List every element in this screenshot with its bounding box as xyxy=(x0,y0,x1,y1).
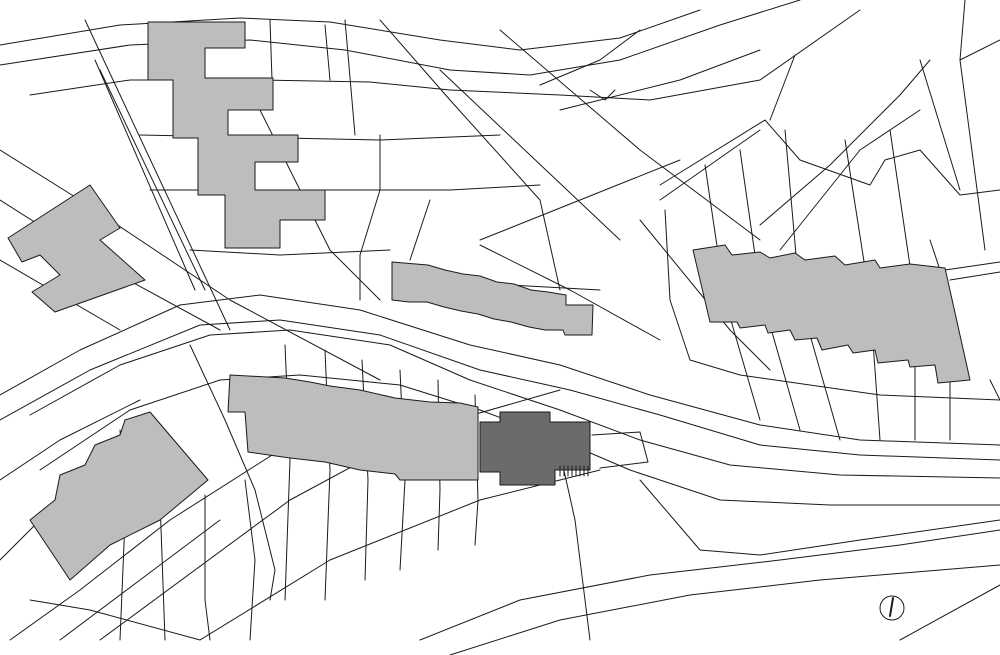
parcel-line xyxy=(9,449,281,641)
parcel-line xyxy=(379,19,561,291)
parcel-line xyxy=(659,129,761,201)
contour-line xyxy=(539,29,641,86)
parcel-line xyxy=(359,134,381,301)
subject-building xyxy=(479,411,591,486)
parcel-line xyxy=(99,69,206,291)
contour-line xyxy=(39,374,1000,506)
contour-line xyxy=(959,0,986,251)
parcel-line xyxy=(479,244,661,341)
parcel-line xyxy=(324,24,331,81)
street-line xyxy=(0,9,701,51)
parcel-line xyxy=(409,199,431,261)
parcel-line xyxy=(199,469,601,641)
parcel-line xyxy=(989,379,1000,401)
parcel-line xyxy=(189,249,391,256)
contour-line xyxy=(944,261,1000,271)
building-row-southwest xyxy=(29,411,209,581)
parcel-line xyxy=(0,149,381,381)
contour-line xyxy=(949,271,1000,281)
parcel-line xyxy=(439,69,621,241)
parcel-line xyxy=(189,344,276,601)
contour-line xyxy=(959,39,1000,61)
building-row-centre xyxy=(391,261,594,336)
parcel-line xyxy=(204,494,211,641)
parcel-line xyxy=(159,499,166,641)
parcel-line xyxy=(499,29,761,241)
parcel-line xyxy=(0,399,141,481)
parcel-line xyxy=(84,19,231,331)
neighbour-buildings xyxy=(7,21,971,581)
building-block-west xyxy=(7,184,146,313)
parcel-line xyxy=(559,49,761,111)
building-block-north xyxy=(147,21,326,249)
parcel-line xyxy=(269,19,273,81)
subject-building-stairs xyxy=(559,465,589,477)
subject-building-terrace xyxy=(591,431,649,469)
parcel-line xyxy=(639,219,771,371)
street-line xyxy=(0,0,801,76)
building-row-south xyxy=(227,374,479,481)
north-arrow-icon xyxy=(879,595,905,621)
road-edge xyxy=(0,294,1000,446)
highlighted-building xyxy=(479,411,649,486)
contour-line xyxy=(759,59,931,226)
parcel-line xyxy=(94,59,196,291)
contour-line xyxy=(589,89,616,101)
building-cluster-east xyxy=(692,244,971,384)
parcel-line xyxy=(479,159,681,241)
parcel-line xyxy=(769,54,796,121)
parcel-line xyxy=(59,519,221,641)
contour-line xyxy=(779,109,921,251)
parcel-line xyxy=(244,479,256,641)
road-edge xyxy=(449,564,1000,655)
contour-line xyxy=(639,479,1000,556)
road-edge xyxy=(419,529,1000,641)
parcel-line xyxy=(664,209,1000,401)
road-edge xyxy=(0,319,1000,461)
parcel-line xyxy=(659,119,1000,196)
road-edge xyxy=(29,329,1000,479)
parcel-line xyxy=(29,599,201,641)
contour-line xyxy=(899,584,1000,641)
parcel-line xyxy=(344,19,356,136)
contour-line xyxy=(919,59,961,191)
parcel-line xyxy=(0,519,41,561)
